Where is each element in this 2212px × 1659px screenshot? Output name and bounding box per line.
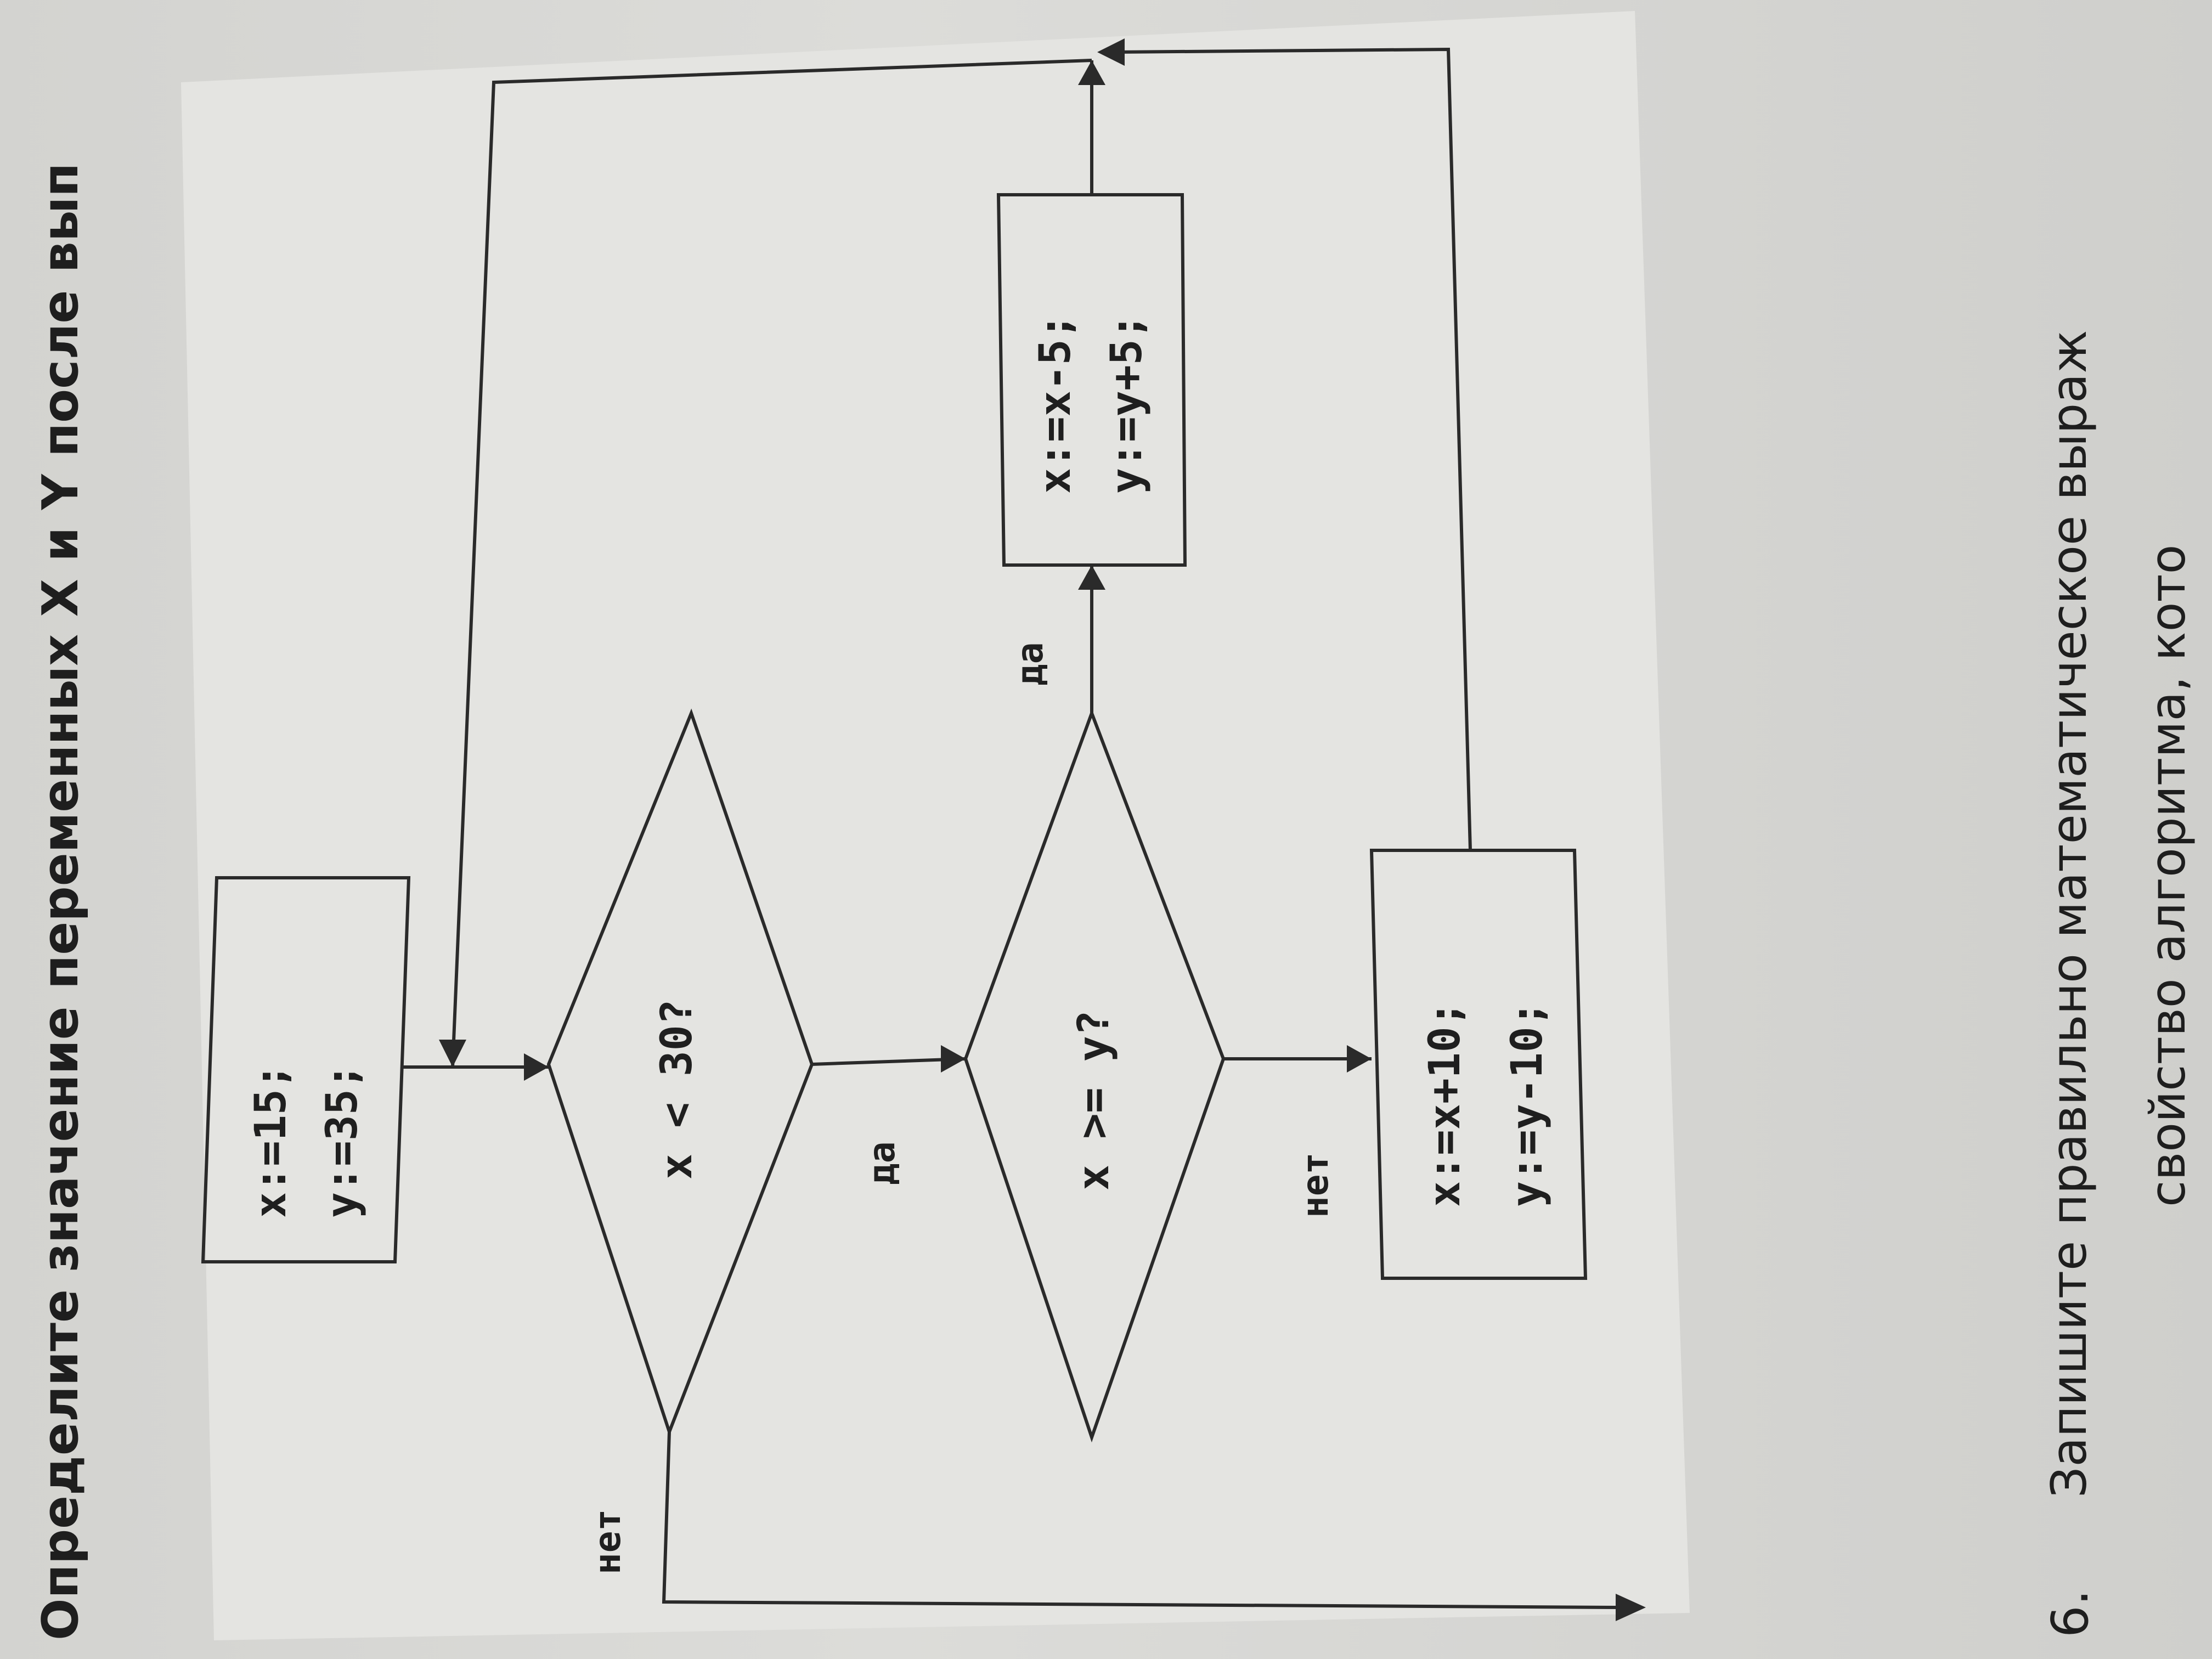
label-yes-cond2: да <box>1009 642 1051 686</box>
arrow-into-yes-box <box>1078 565 1105 590</box>
condition-2-text: x >= y? <box>1069 1010 1119 1190</box>
edge-cond1-no-exit <box>662 1431 1619 1609</box>
yes-box-line1: x:=x-5; <box>1031 313 1080 494</box>
condition-1-text: x < 30? <box>652 999 702 1180</box>
label-yes-cond1: да <box>861 1142 903 1185</box>
task6-text: Запишите правильно математическое выраж <box>2041 330 2097 1498</box>
task6-number: 6. <box>2041 1589 2100 1638</box>
condition-2-diamond <box>963 708 1226 1443</box>
task6-text-line1: Запишите правильно математическое выраж <box>2041 330 2097 1498</box>
yes-action-block <box>996 193 1187 567</box>
edge-loop-back <box>451 59 1092 1068</box>
yes-box-line2: y:=y+5; <box>1102 313 1152 494</box>
init-line1: x:=15; <box>246 1063 296 1218</box>
arrow-loop-top <box>1097 38 1125 66</box>
arrow-yes-box-up <box>1078 60 1105 85</box>
no-box-line2: y:=y-10; <box>1503 1001 1552 1207</box>
no-box-line1: x:=x+10; <box>1420 1001 1470 1207</box>
task6-text-2: свойство алгоритма, кото <box>2140 544 2196 1207</box>
arrow-into-cond1 <box>524 1053 549 1081</box>
task6-text-line2: свойство алгоритма, кото <box>2140 544 2196 1207</box>
init-line2: y:=35; <box>318 1063 367 1218</box>
figure-area <box>181 11 1690 1640</box>
label-no-cond1: нет <box>586 1509 629 1575</box>
no-action-block <box>1369 849 1588 1280</box>
arrow-loop-entry <box>439 1040 466 1067</box>
arrow-exit <box>1616 1594 1646 1621</box>
edge-cond1-yes <box>811 1057 966 1066</box>
edge-no-box-loop <box>1113 47 1472 851</box>
arrow-into-no-box <box>1347 1045 1372 1073</box>
label-no-cond2: нет <box>1294 1153 1336 1218</box>
init-block <box>201 876 411 1263</box>
arrow-into-cond2 <box>941 1045 966 1073</box>
task6-number-text: 6. <box>2041 1589 2100 1638</box>
